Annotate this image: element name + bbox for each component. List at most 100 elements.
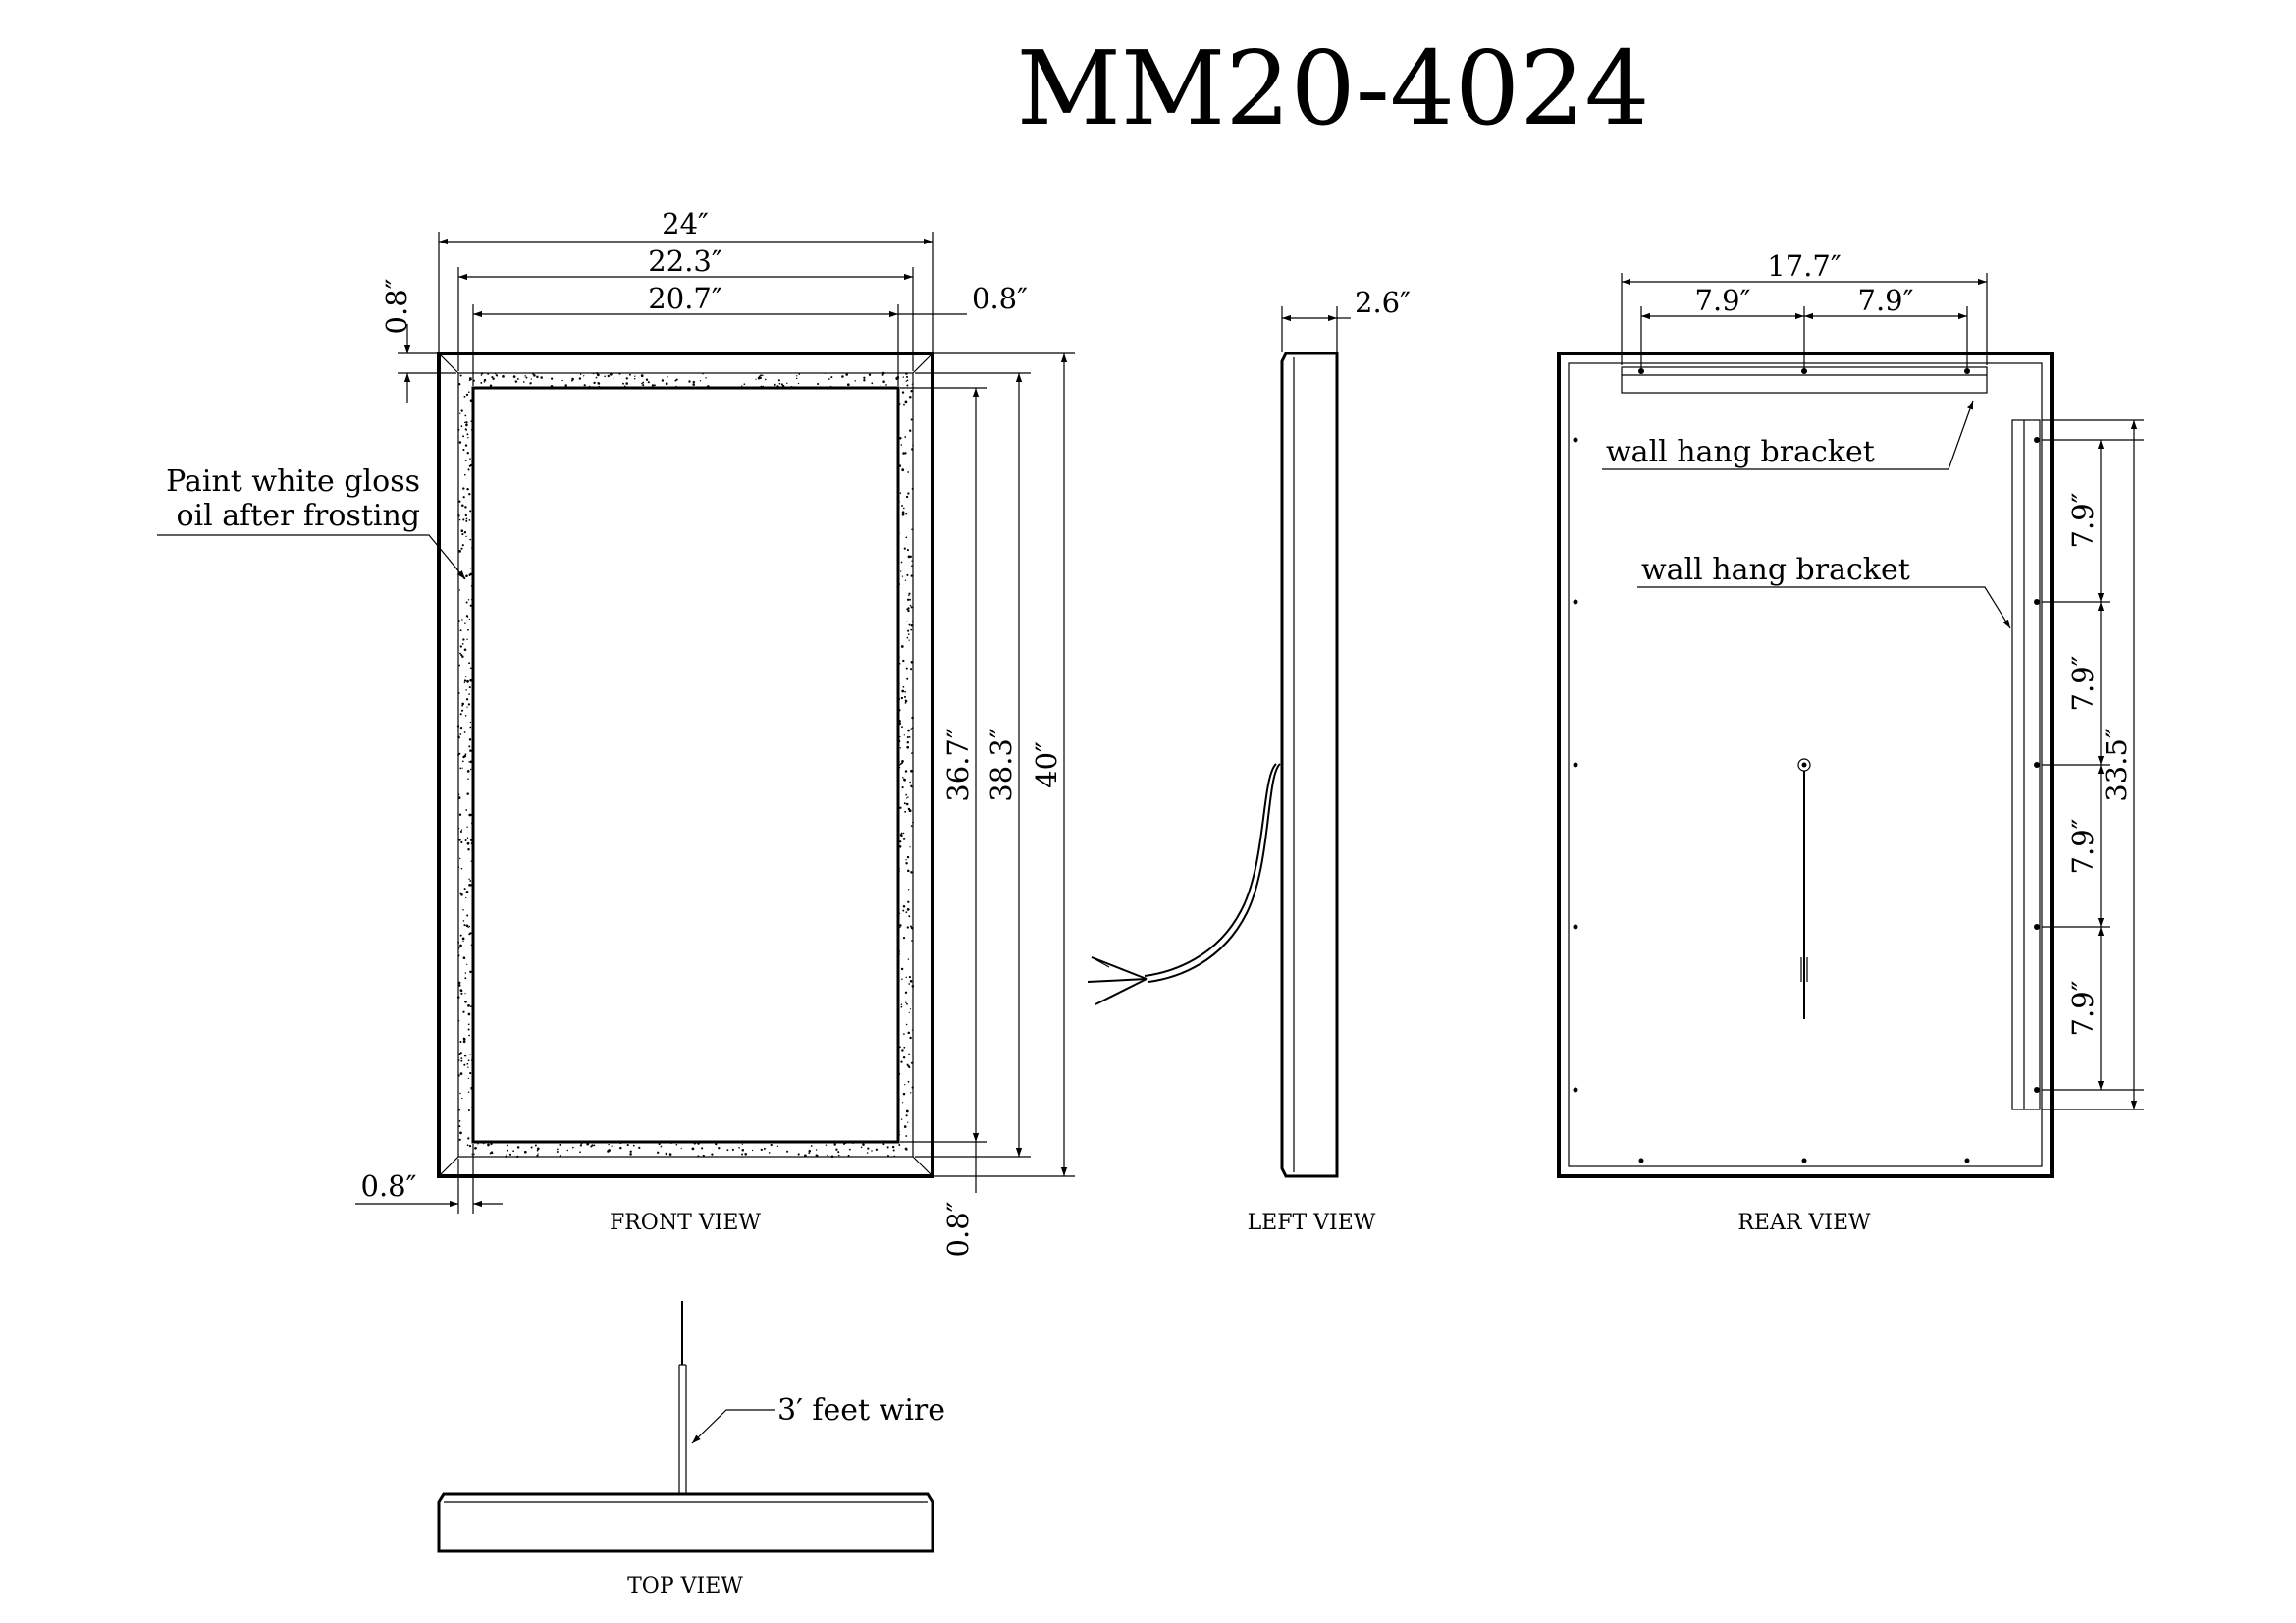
frost-speck (897, 952, 900, 955)
frost-speck (460, 547, 463, 550)
frost-speck (798, 373, 801, 375)
frost-speck (824, 372, 827, 374)
frost-speck (516, 1155, 519, 1158)
frost-speck (580, 1142, 583, 1145)
frost-speck (459, 374, 462, 377)
frost-speck (464, 622, 466, 624)
frost-speck (465, 574, 468, 578)
frost-speck (829, 385, 832, 388)
frost-speck (556, 1151, 559, 1153)
frost-speck (597, 373, 600, 377)
frost-speck (905, 1135, 908, 1137)
frost-speck (899, 1046, 901, 1049)
frost-speck (909, 925, 912, 928)
frost-speck (757, 376, 761, 380)
frost-speck (466, 616, 469, 618)
frost-speck (905, 1109, 909, 1113)
frost-speck (910, 574, 913, 577)
frost-speck (458, 664, 461, 667)
frost-speck (762, 385, 764, 388)
frost-speck (469, 839, 473, 841)
wire-length-label: 3′ feet wire (777, 1393, 945, 1428)
frost-speck (899, 924, 902, 927)
frost-speck (908, 736, 911, 738)
frost-speck (897, 937, 900, 940)
dim-spacing-left: 7.9″ (1695, 284, 1751, 317)
frost-speck (462, 448, 465, 452)
frost-speck (908, 594, 910, 597)
frost-speck (467, 778, 469, 780)
frost-speck (898, 764, 901, 766)
frost-speck (579, 373, 582, 376)
frost-speck (904, 702, 907, 704)
frost-speck (911, 528, 913, 530)
frost-speck (642, 381, 645, 384)
frost-speck (699, 380, 702, 382)
frost-speck (506, 1149, 509, 1152)
frost-speck (898, 720, 901, 723)
frost-speck (899, 747, 901, 749)
frost-speck (885, 384, 887, 386)
frost-speck (665, 382, 668, 386)
frost-speck (474, 1146, 477, 1150)
frost-speck (902, 685, 905, 688)
frost-speck (469, 721, 472, 724)
frost-speck (909, 1008, 912, 1010)
frost-speck (901, 760, 904, 763)
frost-speck (463, 888, 466, 891)
frost-speck (469, 399, 473, 403)
frost-speck (907, 607, 910, 610)
frost-speck (904, 436, 907, 438)
frost-speck (469, 678, 472, 682)
frost-speck (457, 866, 460, 868)
frost-speck (906, 740, 910, 744)
frost-speck (586, 1142, 590, 1146)
frost-speck (901, 689, 905, 693)
frost-speck (463, 473, 466, 476)
frost-speck (473, 1153, 475, 1156)
frost-speck (465, 924, 469, 928)
frost-speck (469, 768, 472, 771)
frost-speck (777, 379, 780, 382)
frost-speck (796, 375, 798, 377)
frost-speck (901, 513, 905, 516)
frost-speck (457, 793, 460, 795)
frost-speck (892, 1149, 895, 1152)
frost-speck (904, 690, 906, 693)
frost-speck (899, 840, 902, 843)
frost-speck (898, 662, 901, 665)
frost-speck (598, 385, 601, 388)
frost-speck (633, 377, 636, 380)
frost-speck (464, 460, 467, 461)
frost-speck (903, 1125, 907, 1128)
frost-speck (458, 518, 461, 521)
frost-speck (622, 382, 624, 385)
frost-speck (467, 1066, 469, 1068)
frost-speck (907, 492, 910, 495)
frost-speck (487, 1143, 490, 1147)
frost-speck (524, 375, 526, 377)
frost-speck (770, 1143, 773, 1147)
frost-speck (904, 400, 908, 404)
frost-speck (468, 738, 472, 741)
dim-glass-width: 20.7″ (648, 282, 722, 315)
frost-speck (467, 1137, 470, 1140)
frost-speck (461, 504, 464, 508)
frost-speck (911, 752, 913, 754)
frost-speck (466, 1144, 469, 1147)
frost-speck (482, 1142, 485, 1145)
frost-speck (906, 745, 910, 749)
frost-speck (469, 970, 472, 974)
frost-speck (459, 1092, 461, 1095)
frost-speck (572, 1146, 574, 1149)
dim-frost-outer-height: 38.3″ (985, 728, 1018, 802)
frost-speck (607, 1150, 610, 1153)
frost-speck (629, 1150, 632, 1153)
frost-speck (906, 573, 909, 576)
frost-speck (458, 620, 460, 622)
frost-speck (691, 1147, 695, 1151)
frost-speck (465, 421, 468, 424)
frost-speck (458, 736, 460, 739)
frost-speck (911, 985, 915, 988)
frost-speck (762, 374, 764, 377)
